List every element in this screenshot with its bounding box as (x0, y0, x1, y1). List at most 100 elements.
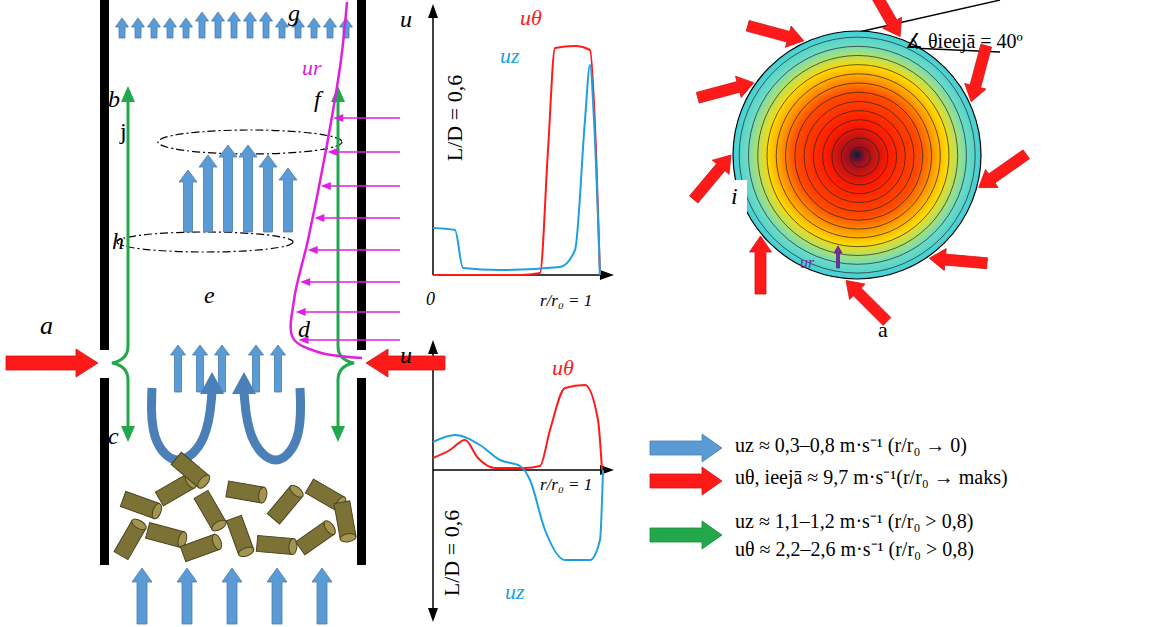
marker-box: i (724, 180, 747, 215)
flow-arrow (324, 18, 337, 38)
flow-arrow (271, 345, 286, 392)
radial-arrow (336, 151, 400, 153)
reactor-wall (100, 0, 109, 350)
legend-text: uz ≈ 0,3–0,8 m·s⁻¹ (r/r₀ → 0) (735, 434, 967, 456)
pellet (146, 523, 189, 549)
flow-arrow (228, 12, 241, 38)
figure-label: a (40, 312, 53, 341)
flow-arrow (259, 155, 277, 232)
pellet (296, 519, 338, 555)
figure-label: u (400, 6, 412, 32)
reactor-wall (357, 0, 366, 350)
legend-arrow (650, 434, 722, 462)
pellet (226, 515, 255, 558)
swirl-field (733, 31, 981, 279)
tangential-inlet-arrow (696, 76, 754, 103)
annular-flow-bracket (112, 100, 354, 428)
contour-line (841, 138, 879, 176)
contour-line (786, 83, 932, 229)
swirl-inlet-arrow (6, 349, 98, 377)
pellet (226, 481, 268, 504)
legend-text: uz ≈ 1,1–1,2 m·s⁻¹ (r/r₀ > 0,8) (735, 510, 973, 532)
marker-letter: i (731, 183, 740, 209)
radial-arrowhead (296, 308, 306, 316)
figure-label: c (108, 423, 119, 449)
contour-line (850, 147, 870, 167)
contour-line (832, 129, 888, 185)
flow-arrow (276, 18, 289, 38)
flow-arrow (199, 155, 217, 232)
recirculation-arrowhead (232, 372, 256, 394)
flow-arrow (180, 18, 193, 38)
pellet (180, 533, 223, 562)
chart-axis (433, 14, 604, 612)
radial-arrow (308, 281, 400, 283)
flow-arrow (219, 145, 237, 232)
u-z-curve (433, 65, 600, 275)
contour-line (739, 37, 975, 273)
flow-arrow (260, 12, 273, 38)
contour-line (767, 65, 949, 247)
flow-arrow (148, 18, 161, 38)
figure-label: r/r₀ = 1 (540, 292, 592, 311)
radial-arrow (834, 246, 842, 268)
flow-arrow (196, 12, 209, 38)
u-theta-curve (433, 46, 600, 275)
axis-arrowhead (428, 4, 614, 622)
figure-label: g (288, 0, 300, 26)
radial-arrow (341, 117, 400, 119)
figure-label: L/D = 0,6 (440, 510, 464, 596)
contour-line (813, 111, 905, 203)
pellet (194, 490, 228, 533)
figure-label: uz (500, 44, 520, 68)
recirculation-arrowhead (200, 372, 224, 394)
figure-label: ur (302, 56, 322, 80)
tangential-inlet-arrow (965, 44, 992, 102)
flow-arrow (308, 18, 321, 38)
contour-line (804, 101, 914, 211)
flow-arrow (244, 12, 257, 38)
radial-arrow (316, 249, 400, 251)
section-ellipse (117, 232, 293, 252)
figure-label: d (298, 316, 310, 342)
flow-arrow (132, 18, 145, 38)
radial-arrowhead (321, 182, 331, 190)
air-inlet-arrow (132, 568, 152, 624)
figure-label: ur (800, 254, 814, 272)
radial-arrowhead (300, 278, 310, 286)
radial-arrowhead (314, 214, 324, 222)
pellet (256, 535, 297, 554)
legend-text: uθ, ieejā ≈ 9,7 m·s⁻¹(r/r₀ → maks) (735, 466, 1008, 488)
figure-label: j (120, 118, 127, 144)
recirculation-arrow (151, 388, 212, 460)
tangential-inlet-arrow (750, 236, 772, 294)
figure-label: ∡ θieejā = 40º (905, 30, 1023, 52)
radial-arrowhead (333, 114, 343, 122)
legend-arrow (650, 467, 722, 495)
radial-velocity-profile (291, 2, 362, 358)
flow-arrow (239, 145, 257, 232)
figure-label: uz (505, 580, 525, 604)
figure-label: uθ (552, 356, 574, 380)
air-inlet-arrow (312, 568, 332, 624)
legend-text: uθ ≈ 2,2–2,6 m·s⁻¹ (r/r₀ > 0,8) (735, 538, 974, 560)
recirculation-arrow (244, 388, 301, 460)
contour-line (758, 55, 958, 255)
figure-label: r/r₀ = 1 (540, 476, 592, 495)
reactor-wall (357, 378, 366, 565)
air-inlet-arrow (222, 568, 242, 624)
figure-label: uθ (520, 6, 542, 30)
radial-arrow (304, 311, 400, 313)
pellet (267, 483, 305, 524)
figure-label: h (112, 228, 124, 254)
u-theta-curve (433, 385, 602, 470)
radial-arrowhead (308, 246, 318, 254)
tangential-inlet-arrow (929, 249, 987, 271)
figure-label: L/D = 0,6 (443, 75, 467, 161)
flow-arrow (212, 12, 225, 38)
flow-arrow (179, 170, 197, 232)
reactor-wall (100, 378, 109, 565)
figure-label: b (108, 86, 120, 112)
